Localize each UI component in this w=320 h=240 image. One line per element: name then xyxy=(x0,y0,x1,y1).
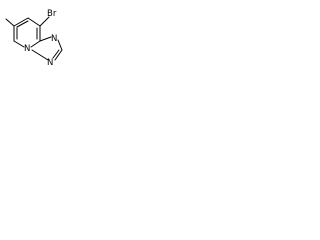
bond-c2-n3-inner xyxy=(52,49,60,59)
bond-n1-c2 xyxy=(57,39,63,51)
bond-n3-n4 xyxy=(31,49,49,61)
bromine-label: Br xyxy=(47,9,57,19)
bond-c8a-n1 xyxy=(39,36,52,42)
nitrogen-label-bottom: N xyxy=(47,58,53,68)
bond-c7-c7-inner xyxy=(16,20,29,28)
chemical-structure: Br N N N xyxy=(5,9,63,68)
bond-c7-c8 xyxy=(27,17,41,27)
bond-c6-c7 xyxy=(13,17,29,27)
nitrogen-label-right: N xyxy=(51,34,57,44)
nitrogen-label-bridge: N xyxy=(24,44,30,54)
bond-n4-c5 xyxy=(13,40,25,48)
bond-c2-n3 xyxy=(54,49,63,61)
bond-c8a-n4 xyxy=(30,40,41,48)
methyl-bond xyxy=(5,18,15,27)
bromo-bond xyxy=(39,16,50,27)
